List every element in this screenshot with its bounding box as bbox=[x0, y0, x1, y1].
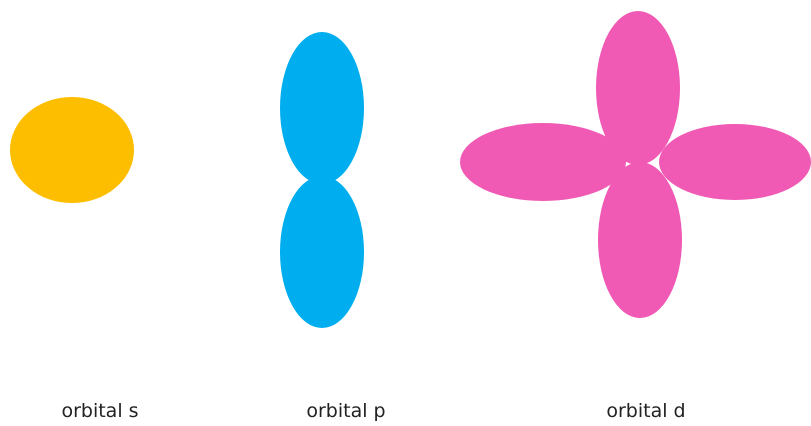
orbital-d-lobe-bottom bbox=[598, 162, 682, 318]
orbital-d bbox=[460, 11, 811, 318]
orbital-p bbox=[280, 32, 364, 328]
orbital-s-sphere bbox=[10, 97, 134, 203]
orbital-d-label: orbital d bbox=[606, 400, 685, 422]
orbital-p-label: orbital p bbox=[306, 400, 385, 422]
orbital-s-label: orbital s bbox=[61, 400, 138, 422]
orbital-d-lobe-right bbox=[659, 124, 811, 200]
orbital-p-lobe-bottom bbox=[280, 176, 364, 328]
orbital-s bbox=[10, 97, 134, 203]
orbital-d-lobe-top bbox=[596, 11, 680, 165]
orbital-d-lobe-left bbox=[460, 123, 626, 201]
orbital-p-lobe-top bbox=[280, 32, 364, 184]
